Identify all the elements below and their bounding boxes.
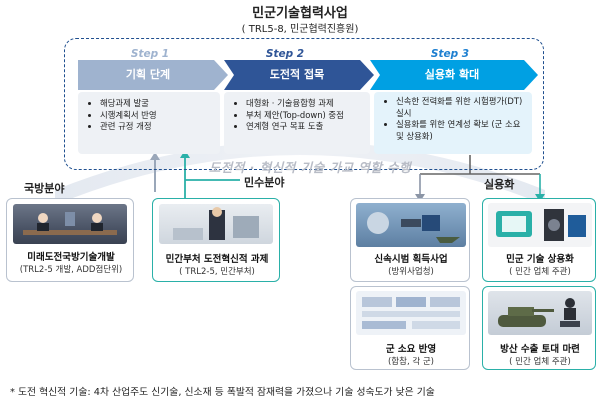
step2-box: 대형화 · 기술융합형 과제 부처 제안(Top-down) 중점 연계형 연구… — [224, 92, 370, 154]
export-sub: ( 민간 업체 주관) — [509, 357, 571, 367]
rapid-acquisition-title: 신속시범 획득사업 — [374, 254, 448, 265]
meeting-icon — [23, 212, 117, 235]
defense-card: 미래도전국방기술개발 (TRL2-5 개발, ADD점단위) — [6, 198, 134, 282]
step3-box: 신속한 전력화를 위한 시험평가(DT) 실시 실용화를 위한 연계성 확보 (… — [374, 92, 532, 154]
step3-label: Step 3 — [430, 48, 470, 60]
page-title: 민군기술협력사업 — [252, 6, 348, 21]
step1-item: 시행계획서 반영 — [100, 110, 214, 122]
device-icon — [496, 209, 586, 241]
military-requirement-title: 군 소요 반영 — [385, 344, 437, 355]
tank-photo — [488, 291, 592, 335]
civil-label: 민수분야 — [244, 176, 285, 189]
step2-label: Step 2 — [265, 48, 305, 60]
footnote: * 도전 혁신적 기술: 4차 산업주도 신기술, 신소재 등 폭발적 잠재력을… — [10, 387, 435, 398]
step3-item: 신속한 전력화를 위한 시험평가(DT) 실시 — [396, 96, 526, 119]
step2-item: 대형화 · 기술융합형 과제 — [246, 98, 364, 110]
practical-label: 실용화 — [484, 178, 515, 191]
step1-item: 해당과제 발굴 — [100, 98, 214, 110]
step1-box: 해당과제 발굴 시행계획서 반영 관련 규정 개정 — [78, 92, 220, 154]
step3-name: 실용화 확대 — [424, 68, 480, 81]
device-photo — [488, 203, 592, 247]
step1-name: 기획 단계 — [125, 68, 171, 81]
page-subtitle: ( TRL5-8, 민군협력진흥원) — [241, 24, 359, 35]
diagram-photo — [356, 291, 466, 335]
bridge-banner: 도전적 · 혁신적 기술 가교 역할 수행 — [208, 160, 412, 175]
defense-card-title: 미래도전국방기술개발 — [27, 252, 115, 263]
commercialization-card: 민군 기술 상용화 ( 민간 업체 주관) — [482, 198, 596, 282]
commercialization-sub: ( 민간 업체 주관) — [509, 267, 571, 277]
research-photo — [159, 204, 273, 244]
meeting-photo — [13, 204, 127, 244]
tank-icon — [498, 298, 580, 327]
bridge-arc — [55, 141, 545, 205]
defense-card-sub: (TRL2-5 개발, ADD점단위) — [19, 265, 123, 275]
commercialization-title: 민군 기술 상용화 — [506, 254, 574, 265]
defense-label: 국방분야 — [24, 182, 65, 195]
step3-chevron: 실용화 확대 — [370, 60, 538, 90]
satellite-icon — [367, 212, 460, 243]
military-requirement-card: 군 소요 반영 (합참, 각 군) — [350, 286, 470, 370]
civil-card-title: 민간부처 도전혁신적 과제 — [165, 254, 269, 265]
step2-item: 연계형 연구 목표 도출 — [246, 121, 364, 133]
step3-item: 실용화를 위한 연계성 확보 (군 소요 및 상용화) — [396, 119, 526, 142]
civil-card: 민간부처 도전혁신적 과제 ( TRL2-5, 민간부처) — [152, 198, 280, 282]
military-requirement-sub: (합참, 각 군) — [387, 357, 435, 367]
export-card: 방산 수출 토대 마련 ( 민간 업체 주관) — [482, 286, 596, 370]
document-icon — [362, 297, 460, 329]
program-frame — [64, 38, 544, 170]
satellite-photo — [356, 203, 466, 247]
step1-item: 관련 규정 개정 — [100, 121, 214, 133]
step1-chevron: 기획 단계 — [78, 60, 228, 90]
step2-item: 부처 제안(Top-down) 중점 — [246, 110, 364, 122]
step1-label: Step 1 — [130, 48, 170, 60]
microscope-icon — [173, 207, 259, 240]
rapid-acquisition-sub: (방위사업청) — [388, 267, 434, 277]
export-title: 방산 수출 토대 마련 — [500, 344, 580, 355]
step2-name: 도전적 접목 — [269, 68, 325, 81]
rapid-acquisition-card: 신속시범 획득사업 (방위사업청) — [350, 198, 470, 282]
civil-card-sub: ( TRL2-5, 민간부처) — [179, 267, 255, 277]
step2-chevron: 도전적 접목 — [224, 60, 374, 90]
